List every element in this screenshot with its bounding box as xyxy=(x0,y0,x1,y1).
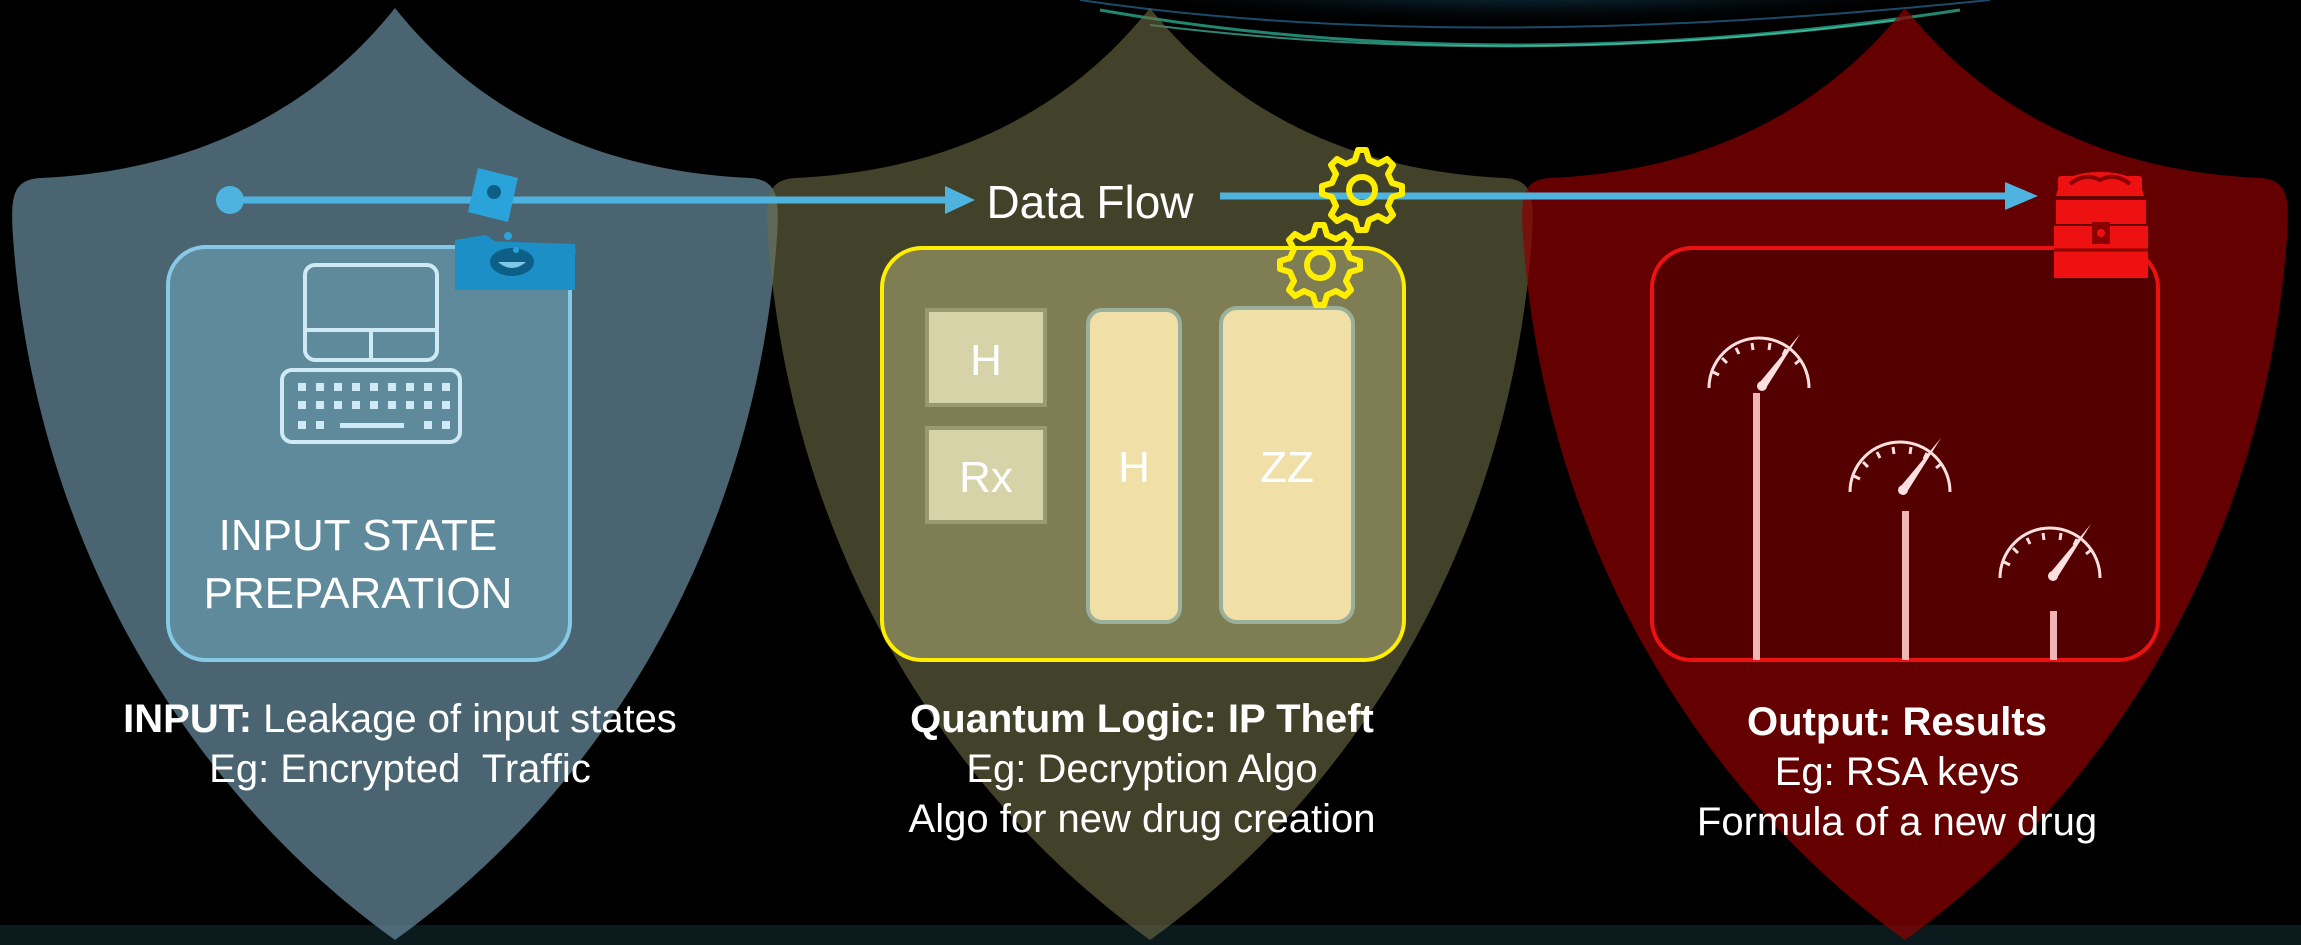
logic-caption-line2: Eg: Decryption Algo xyxy=(966,747,1318,791)
input-state-box xyxy=(166,245,572,662)
input-caption: INPUT: Leakage of input states Eg: Encry… xyxy=(70,694,730,794)
measurement-meter-3 xyxy=(1998,524,2102,581)
treasure-chest-icon xyxy=(2054,172,2148,278)
gate-zz xyxy=(1219,306,1355,624)
output-caption-title-text: Output: Results xyxy=(1747,700,2047,744)
gate-h-1 xyxy=(925,308,1047,407)
output-caption-title: Output: Results xyxy=(1597,697,2197,747)
output-caption-line3: Formula of a new drug xyxy=(1696,800,2098,844)
input-caption-line2: Eg: Encrypted Traffic xyxy=(209,747,591,791)
input-caption-rest: Leakage of input states xyxy=(252,697,677,741)
data-flow-label: Data Flow xyxy=(986,176,1194,228)
output-caption-line2: Eg: RSA keys xyxy=(1774,750,2020,794)
input-caption-line1: INPUT: Leakage of input states xyxy=(70,694,730,744)
gate-rx-label: Rx xyxy=(959,453,1013,502)
logic-caption-title-text: Quantum Logic: IP Theft xyxy=(910,697,1374,741)
gear-icon xyxy=(1277,147,1405,308)
gate-h-1-label: H xyxy=(970,336,1002,385)
gate-h-2-label: H xyxy=(1118,443,1150,492)
gate-h-2 xyxy=(1086,308,1182,624)
logic-caption-line3: Algo for new drug creation xyxy=(908,797,1376,841)
logic-caption-title: Quantum Logic: IP Theft xyxy=(842,694,1442,744)
measurement-bar-2 xyxy=(1902,511,1909,660)
measurement-bar-1 xyxy=(1753,393,1760,660)
input-box-line2: PREPARATION xyxy=(204,569,513,618)
input-caption-bold: INPUT: xyxy=(123,697,253,741)
laptop-icon xyxy=(280,263,462,444)
input-box-line1: INPUT STATE xyxy=(219,511,498,560)
gate-zz-label: ZZ xyxy=(1260,443,1314,492)
measurement-meter-2 xyxy=(1848,438,1952,495)
measurement-meter-1 xyxy=(1707,334,1811,391)
gate-rx xyxy=(925,426,1047,524)
logic-caption: Quantum Logic: IP Theft Eg: Decryption A… xyxy=(842,694,1442,844)
output-caption: Output: Results Eg: RSA keys Formula of … xyxy=(1597,697,2197,847)
measurement-bar-3 xyxy=(2050,611,2057,660)
leak-bucket-icon xyxy=(455,168,576,290)
